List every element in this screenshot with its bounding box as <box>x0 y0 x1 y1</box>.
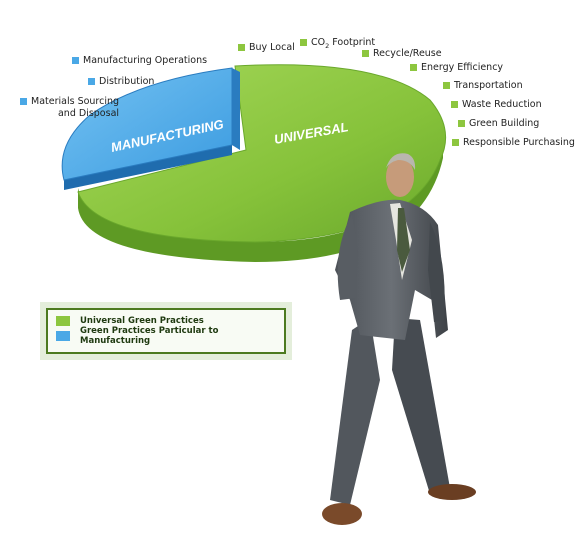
legend-item-manufacturing: Green Practices Particular to Manufactur… <box>56 326 276 346</box>
label-green-building: Green Building <box>458 118 539 130</box>
label-materials-sourcing: Materials Sourcing and Disposal <box>20 96 119 120</box>
green-swatch-icon <box>56 316 70 326</box>
green-square-icon <box>238 44 245 51</box>
green-square-icon <box>300 39 307 46</box>
green-square-icon <box>362 50 369 57</box>
label-responsible-purchasing: Responsible Purchasing <box>452 137 575 149</box>
green-square-icon <box>458 120 465 127</box>
label-buy-local: Buy Local <box>238 42 295 54</box>
legend-item-universal: Universal Green Practices <box>56 316 276 326</box>
manufacturing-slice-3d <box>61 67 240 190</box>
universal-slice <box>77 64 447 243</box>
green-square-icon <box>410 64 417 71</box>
green-square-icon <box>452 139 459 146</box>
label-manufacturing-operations: Manufacturing Operations <box>72 55 207 67</box>
label-transportation: Transportation <box>443 80 523 92</box>
blue-square-icon <box>88 78 95 85</box>
label-recycle-reuse: Recycle/Reuse <box>362 48 442 60</box>
manufacturing-slice <box>61 67 233 181</box>
legend-box: Universal Green Practices Green Practice… <box>46 308 286 354</box>
label-distribution: Distribution <box>88 76 154 88</box>
legend: Universal Green Practices Green Practice… <box>40 302 292 360</box>
blue-square-icon <box>20 98 27 105</box>
businessman-figure <box>322 153 476 525</box>
green-square-icon <box>451 101 458 108</box>
label-waste-reduction: Waste Reduction <box>451 99 542 111</box>
label-co2-footprint: CO2 Footprint <box>300 37 375 52</box>
blue-square-icon <box>72 57 79 64</box>
label-energy-efficiency: Energy Efficiency <box>410 62 503 74</box>
blue-swatch-icon <box>56 331 70 341</box>
green-square-icon <box>443 82 450 89</box>
